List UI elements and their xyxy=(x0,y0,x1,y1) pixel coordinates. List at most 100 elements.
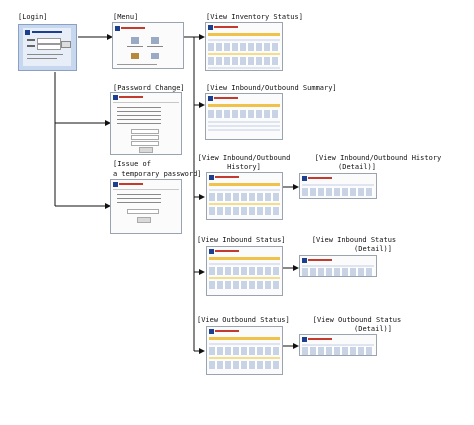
history-thumbnail[interactable] xyxy=(206,172,283,220)
table-row xyxy=(208,67,280,69)
email-field[interactable] xyxy=(127,209,159,214)
detail-table xyxy=(302,347,374,355)
table-row xyxy=(302,344,374,346)
inbound-status-thumbnail[interactable] xyxy=(206,246,283,296)
table-row xyxy=(208,129,280,131)
login-screen-thumbnail[interactable] xyxy=(18,24,77,71)
outbound-label: [View Outbound Status] xyxy=(197,316,290,324)
result-table xyxy=(208,110,280,118)
search-bar[interactable] xyxy=(209,337,280,340)
table-row xyxy=(302,265,374,267)
current-password-field[interactable] xyxy=(131,129,159,134)
password-field[interactable] xyxy=(37,44,61,50)
search-bar[interactable] xyxy=(209,257,280,260)
outbound-detail-label-line2: (Detail)] xyxy=(354,325,392,333)
screen-header xyxy=(209,175,239,180)
history-detail-label-line2: (Detail)] xyxy=(338,163,376,171)
result-table xyxy=(209,347,280,355)
inbound-detail-thumbnail[interactable] xyxy=(299,255,377,277)
outbound-detail-thumbnail[interactable] xyxy=(299,334,377,356)
detail-table xyxy=(302,188,374,196)
note-line xyxy=(27,58,57,59)
result-table xyxy=(209,193,280,201)
password-caption xyxy=(27,45,35,47)
temp-password-label-line1: [Issue of xyxy=(113,160,151,168)
result-table xyxy=(208,43,280,51)
confirm-password-field[interactable] xyxy=(131,141,159,146)
user-id-field[interactable] xyxy=(37,38,61,44)
login-label: [Login] xyxy=(18,13,48,21)
form-text-lines xyxy=(117,107,161,127)
inbound-detail-label-line1: [View Inbound Status xyxy=(311,236,397,244)
result-table xyxy=(209,267,280,275)
password-change-thumbnail[interactable] xyxy=(110,92,182,155)
screen-header xyxy=(209,329,239,334)
logo-icon xyxy=(25,30,30,35)
table-row xyxy=(302,184,374,186)
inventory-status-thumbnail[interactable] xyxy=(205,22,283,71)
table-row xyxy=(208,39,280,41)
issue-button[interactable] xyxy=(137,217,151,223)
screen-header xyxy=(209,249,239,254)
table-row xyxy=(209,343,280,345)
inbound-detail-label-line2: (Detail)] xyxy=(354,245,392,253)
temp-password-header xyxy=(113,182,143,187)
divider xyxy=(113,189,179,190)
outbound-status-thumbnail[interactable] xyxy=(206,326,283,375)
history-label-line2: History] xyxy=(227,163,261,171)
login-form-panel xyxy=(23,28,71,66)
temp-password-thumbnail[interactable] xyxy=(110,179,182,234)
table-row xyxy=(208,53,280,55)
search-bar[interactable] xyxy=(208,104,280,107)
user-id-caption xyxy=(27,39,35,41)
table-row xyxy=(209,203,280,205)
inbound-label: [View Inbound Status] xyxy=(197,236,286,244)
table-row xyxy=(209,263,280,265)
menu-label: [Menu] xyxy=(113,13,139,21)
password-change-label: [Password Change] xyxy=(113,84,185,92)
table-row xyxy=(209,189,280,191)
screen-header xyxy=(208,25,238,30)
form-text-lines xyxy=(117,194,161,206)
table-row xyxy=(208,125,280,127)
outbound-detail-label-line1: [View Outbound Status xyxy=(312,316,402,324)
summary-label: [View Inbound/Outbound Summary] xyxy=(206,84,337,92)
history-label-line1: [View Inbound/Outbound xyxy=(197,154,291,162)
inventory-label: [View Inventory Status] xyxy=(206,13,303,21)
screen-header xyxy=(302,176,332,181)
menu-tile-caption xyxy=(127,46,143,47)
change-password-button[interactable] xyxy=(139,147,153,153)
history-detail-thumbnail[interactable] xyxy=(299,173,377,199)
detail-table xyxy=(302,268,374,276)
screen-header xyxy=(208,96,238,101)
note-line xyxy=(27,54,63,55)
divider xyxy=(113,102,179,103)
summary-thumbnail[interactable] xyxy=(205,93,283,140)
menu-tile-icon[interactable] xyxy=(131,37,139,44)
password-change-header xyxy=(113,95,143,100)
menu-screen-thumbnail[interactable] xyxy=(112,22,184,69)
table-row xyxy=(208,121,280,123)
search-bar[interactable] xyxy=(208,33,280,36)
result-table xyxy=(209,361,280,369)
history-detail-label-line1: [View Inbound/Outbound History xyxy=(314,154,442,162)
table-row xyxy=(209,357,280,359)
menu-footer-line xyxy=(117,64,157,65)
result-table xyxy=(209,207,280,215)
screen-header xyxy=(302,258,332,263)
menu-tile-icon[interactable] xyxy=(131,53,139,59)
menu-tile-icon[interactable] xyxy=(151,53,159,59)
login-title-bar xyxy=(32,31,62,33)
temp-password-label-line2: a temporary password] xyxy=(113,170,202,178)
table-row xyxy=(209,277,280,279)
menu-tile-caption xyxy=(147,46,163,47)
search-bar[interactable] xyxy=(209,183,280,186)
result-table xyxy=(209,281,280,289)
menu-header xyxy=(115,26,145,31)
login-button[interactable] xyxy=(61,41,71,48)
screen-header xyxy=(302,337,332,342)
new-password-field[interactable] xyxy=(131,135,159,140)
result-table xyxy=(208,57,280,65)
menu-tile-icon[interactable] xyxy=(151,37,159,44)
